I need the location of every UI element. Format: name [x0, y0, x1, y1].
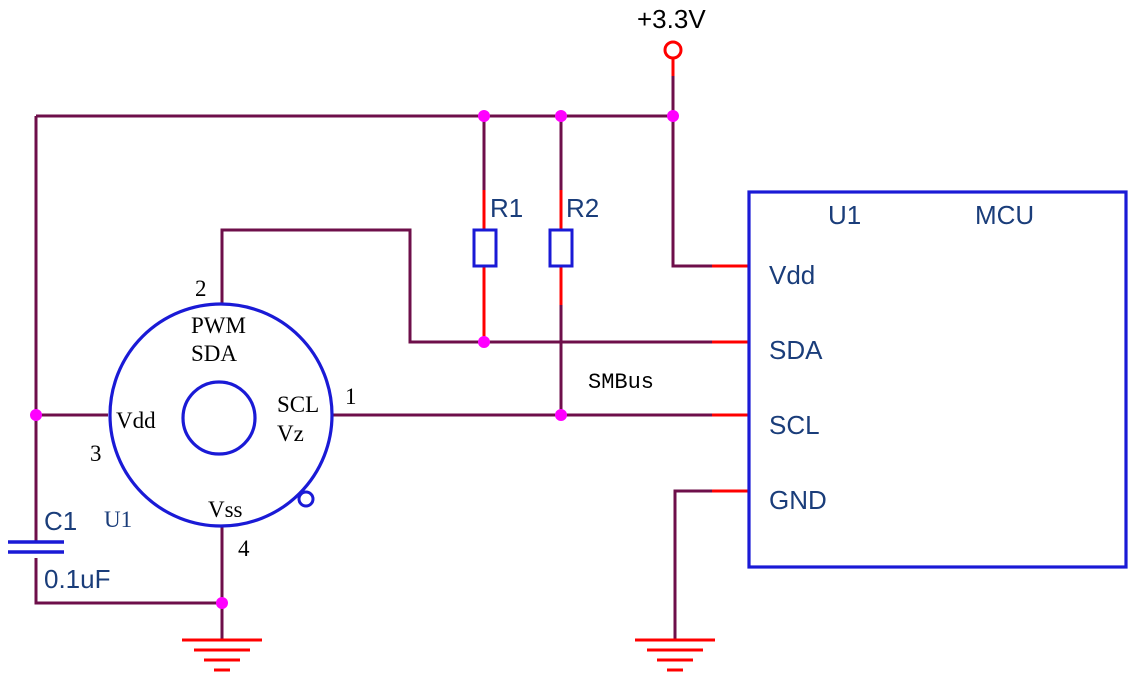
- junction-dot: [555, 110, 567, 122]
- junction-dot: [30, 409, 42, 421]
- junction-dot: [667, 110, 679, 122]
- junction-dot: [478, 110, 490, 122]
- pin-segments: [482, 58, 749, 493]
- bus-label: SMBus: [588, 370, 654, 395]
- sensor-pin4-number: 4: [238, 536, 250, 561]
- resistor-r2-label: R2: [566, 193, 599, 223]
- ground-symbol-left-icon: [182, 638, 262, 672]
- wires: [34, 76, 712, 640]
- supply-label: +3.3V: [637, 4, 706, 34]
- sda-net-wire: [220, 228, 712, 344]
- resistor-r1-body: [472, 228, 498, 268]
- supply-terminal-icon: [663, 40, 683, 60]
- capacitor-value-label: 0.1uF: [44, 564, 111, 594]
- mcu-pin-gnd-label: GND: [769, 485, 827, 515]
- sensor-pin-vdd-label: Vdd: [116, 408, 156, 433]
- cap-ground-wire: [34, 558, 222, 605]
- sensor-key-icon: [297, 490, 315, 508]
- mcu-pin-vdd-label: Vdd: [769, 260, 815, 290]
- sensor-body: [108, 302, 334, 528]
- resistor-r2-body: [548, 228, 574, 268]
- junction-dot: [478, 336, 490, 348]
- sensor-ref-label: U1: [104, 507, 132, 532]
- sensor-pin2-number: 2: [195, 276, 207, 301]
- mcu-ref-label: U1: [828, 200, 861, 230]
- junctions: [30, 110, 679, 609]
- sensor-pin-pwm-label: PWM: [191, 313, 246, 338]
- junction-dot: [216, 597, 228, 609]
- junction-dot: [555, 409, 567, 421]
- sensor-pin-vz-label: Vz: [277, 421, 304, 446]
- ground-symbol-right-icon: [635, 638, 715, 672]
- mcu-vdd-wire: [671, 116, 712, 268]
- mcu-pin-scl-label: SCL: [769, 410, 820, 440]
- sensor-pin-sda-label: SDA: [191, 341, 237, 366]
- mcu-body: [747, 190, 1128, 569]
- sensor-pin-vss-label: Vss: [208, 497, 243, 522]
- mcu-gnd-wire: [673, 489, 712, 640]
- sensor-pin-scl-label: SCL: [277, 392, 319, 417]
- mcu-pin-sda-label: SDA: [769, 335, 823, 365]
- sensor-pin1-number: 1: [345, 384, 357, 409]
- resistor-r1-label: R1: [490, 193, 523, 223]
- mcu-title-label: MCU: [975, 200, 1034, 230]
- capacitor-ref-label: C1: [44, 506, 77, 536]
- sensor-window-icon: [181, 380, 257, 456]
- sensor-pin3-number: 3: [90, 441, 102, 466]
